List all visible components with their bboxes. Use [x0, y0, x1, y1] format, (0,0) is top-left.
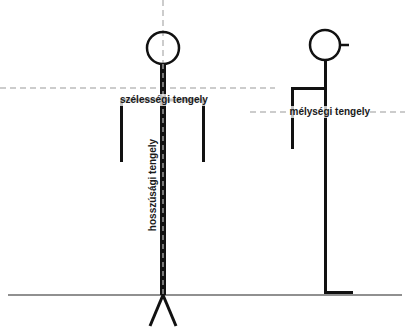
ground-line — [8, 294, 402, 295]
foot-line — [324, 291, 353, 294]
body-line — [324, 60, 327, 293]
arm-line — [120, 100, 123, 162]
horizontal-axis-line — [0, 88, 275, 89]
vertical-axis-line — [163, 0, 164, 300]
shoulder-line — [291, 87, 326, 90]
head-circle — [147, 32, 179, 64]
head-circle — [310, 30, 340, 60]
leg-line — [150, 295, 163, 326]
arm-line — [291, 88, 294, 149]
axis-label: mélységi tengely — [290, 106, 371, 118]
nose-line — [340, 44, 349, 47]
arm-line — [202, 100, 205, 162]
leg-line — [163, 295, 176, 326]
axis-label: szélességi tengely — [120, 94, 208, 106]
axis-label: hosszúsági tengely — [147, 139, 159, 231]
